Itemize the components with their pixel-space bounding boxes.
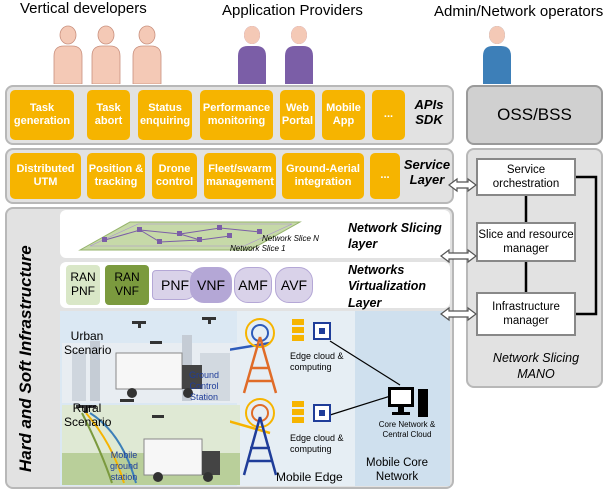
rural-scenario-label: Rural Scenario xyxy=(64,401,112,429)
network-slice-graphic xyxy=(78,221,302,251)
edge-cloud-2-label: Edge cloud & computing xyxy=(290,433,344,454)
urban-scenario-label: Urban Scenario xyxy=(64,329,112,357)
user-icons xyxy=(53,25,511,84)
mano-title: Network Slicing MANO xyxy=(492,351,580,382)
apis-sdk-label: APIs SDK xyxy=(414,97,444,127)
slicing-layer-label: Network Slicing layer xyxy=(348,221,442,252)
avf-box: AVF xyxy=(275,267,313,303)
scenario-graphic xyxy=(62,317,240,485)
vertical-developers-header: Vertical developers xyxy=(20,0,147,17)
person-icon xyxy=(483,26,511,84)
more-apis-box: ... xyxy=(372,90,405,140)
fleet-swarm-management-box: Fleet/swarm management xyxy=(204,153,276,199)
service-layer-label: Service Layer xyxy=(403,157,451,187)
slice-1-label: Network Slice 1 xyxy=(230,244,286,253)
application-providers-header: Application Providers xyxy=(222,2,363,19)
cell-tower-icon xyxy=(242,318,278,394)
task-generation-box: Task generation xyxy=(10,90,74,140)
status-enquiring-box: Status enquiring xyxy=(138,90,192,140)
mobile-edge-label: Mobile Edge xyxy=(276,470,343,484)
network-graphic xyxy=(230,318,428,476)
edge-cloud-1-label: Edge cloud & computing xyxy=(290,351,344,372)
computer-icon xyxy=(388,387,428,417)
mobile-core-label: Mobile Core Network xyxy=(366,457,428,484)
ground-aerial-integration-box: Ground-Aerial integration xyxy=(282,153,364,199)
infrastructure-manager-box: Infrastructure manager xyxy=(476,292,576,336)
service-orchestration-box: Service orchestration xyxy=(476,158,576,196)
ran-vnf-box: RAN VNF xyxy=(105,265,149,305)
slice-n-label: Network Slice N xyxy=(262,234,319,243)
ran-pnf-box: RAN PNF xyxy=(66,265,100,305)
amf-box: AMF xyxy=(234,267,272,303)
more-services-box: ... xyxy=(370,153,400,199)
mobile-app-box: Mobile App xyxy=(322,90,365,140)
virtualization-layer-label: Networks Virtualization Layer xyxy=(348,263,427,310)
admin-operators-header: Admin/Network operators xyxy=(434,3,604,20)
cell-tower-icon xyxy=(242,398,278,476)
ground-control-station-label: Ground Control Station xyxy=(188,370,220,402)
oss-bss-box: OSS/BSS xyxy=(466,85,603,145)
edge-server-icon xyxy=(292,319,331,341)
slice-resource-manager-box: Slice and resource manager xyxy=(476,222,576,262)
mobile-ground-station-label: Mobile ground station xyxy=(109,450,139,482)
person-icon xyxy=(238,26,313,84)
vnf-box: VNF xyxy=(190,267,232,303)
task-abort-box: Task abort xyxy=(87,90,130,140)
edge-server-icon xyxy=(292,401,331,423)
core-network-label: Core Network & Central Cloud xyxy=(378,420,436,439)
performance-monitoring-box: Performance monitoring xyxy=(200,90,273,140)
double-arrow-icon xyxy=(440,177,477,322)
drone-control-box: Drone control xyxy=(152,153,197,199)
web-portal-box: Web Portal xyxy=(280,90,315,140)
distributed-utm-box: Distributed UTM xyxy=(10,153,81,199)
position-tracking-box: Position & tracking xyxy=(87,153,145,199)
